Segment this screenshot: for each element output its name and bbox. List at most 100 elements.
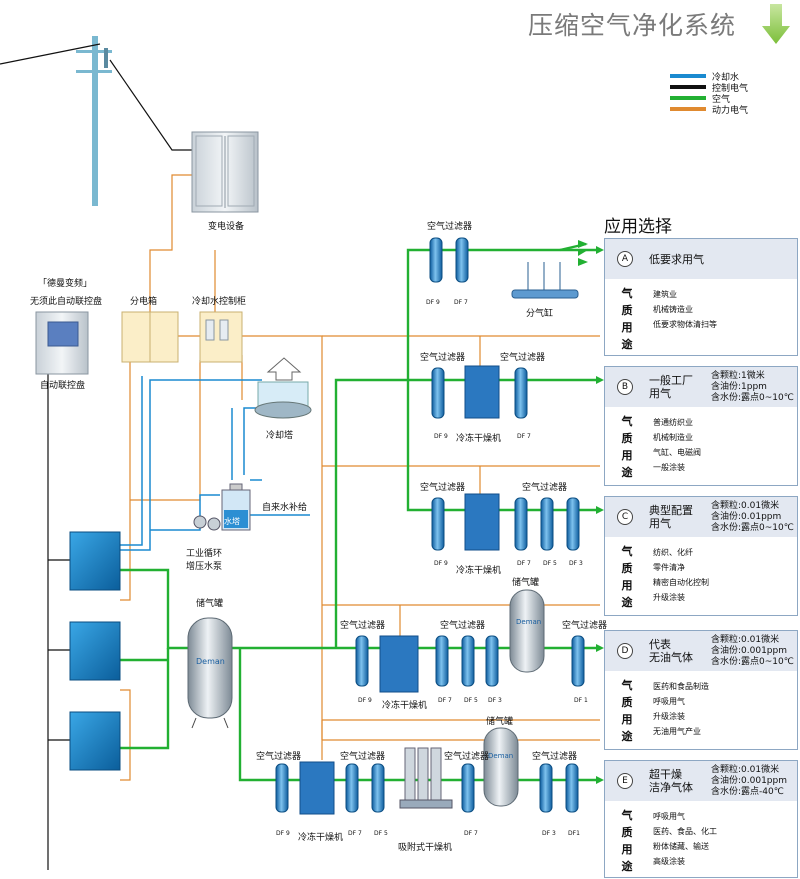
dryer-label-e: 冷冻干燥机 bbox=[298, 833, 344, 843]
tank-d-label: 储气罐 bbox=[512, 578, 540, 588]
compressors bbox=[69, 531, 121, 771]
substation-label: 变电设备 bbox=[208, 222, 245, 232]
pump-label: 工业循环 增压水泵 bbox=[186, 549, 223, 572]
manifold-arrows bbox=[578, 240, 588, 266]
dryer-label-c: 冷冻干燥机 bbox=[456, 566, 502, 576]
desiccant-dryer bbox=[399, 747, 453, 809]
card-uses: 呼吸用气医药、食品、化工粉体储藏、输送高级涂装 bbox=[653, 812, 717, 866]
tap-water-label: 自来水补给 bbox=[262, 503, 308, 513]
filter-label-d1: 空气过滤器 bbox=[340, 621, 386, 631]
card-vertical-label: 气质用途 bbox=[621, 809, 633, 873]
application-card-a: A 低要求用气 气质用途 建筑业机械铸造业低要求物体清扫等 bbox=[604, 238, 798, 356]
manifold-label: 分气缸 bbox=[526, 309, 554, 319]
application-title: 应用选择 bbox=[604, 217, 672, 237]
drain-label: DF 7 bbox=[464, 830, 478, 837]
refrigerated-dryers bbox=[299, 365, 500, 815]
legend-power-electric: 动力电气 bbox=[712, 106, 749, 116]
drain-label: DF 5 bbox=[464, 697, 478, 704]
filter-label-b1: 空气过滤器 bbox=[420, 353, 466, 363]
drain-label: DF 3 bbox=[488, 697, 502, 704]
drain-label: DF 5 bbox=[543, 560, 557, 567]
distribution-box bbox=[121, 311, 179, 363]
card-letter: B bbox=[617, 379, 633, 395]
drain-label: DF 3 bbox=[542, 830, 556, 837]
drain-label: DF 9 bbox=[426, 299, 440, 306]
legend-air: 空气 bbox=[712, 95, 731, 105]
drain-label: DF 9 bbox=[434, 433, 448, 440]
tank-e-brand: Deman bbox=[488, 752, 514, 760]
circulation-pump bbox=[193, 515, 221, 531]
legend-swatches bbox=[670, 74, 706, 111]
utility-pole bbox=[76, 36, 112, 206]
card-letter: C bbox=[617, 509, 633, 525]
receiver-tank-e bbox=[483, 727, 519, 807]
title-arrow-icon bbox=[762, 4, 790, 44]
drain-label: DF 7 bbox=[517, 433, 531, 440]
card-name: 代表 无油气体 bbox=[649, 638, 693, 664]
no-control-label: 无须此自动联控盘 bbox=[30, 297, 103, 307]
card-connectors bbox=[596, 246, 604, 784]
drain-label: DF 7 bbox=[454, 299, 468, 306]
card-uses: 建筑业机械铸造业低要求物体清扫等 bbox=[653, 290, 717, 329]
cooling-water-pipes bbox=[118, 376, 310, 551]
desiccant-dryer-label: 吸附式干燥机 bbox=[398, 843, 453, 853]
auto-control-panel bbox=[35, 311, 89, 375]
water-tank bbox=[221, 483, 251, 531]
drain-label: DF1 bbox=[568, 830, 580, 837]
card-letter: E bbox=[617, 773, 633, 789]
dryer-label-d: 冷冻干燥机 bbox=[382, 701, 428, 711]
card-vertical-label: 气质用途 bbox=[621, 415, 633, 479]
receiver-tank-d bbox=[509, 589, 545, 673]
card-name: 超干燥 洁净气体 bbox=[649, 768, 693, 794]
drain-label: DF 7 bbox=[348, 830, 362, 837]
drain-label: DF 5 bbox=[374, 830, 388, 837]
filter-label-b2: 空气过滤器 bbox=[500, 353, 546, 363]
filter-label-e4: 空气过滤器 bbox=[532, 752, 578, 762]
control-wiring bbox=[0, 43, 192, 870]
main-tank-brand: Deman bbox=[196, 657, 225, 666]
water-tank-label: 水塔 bbox=[224, 517, 240, 526]
card-vertical-label: 气质用途 bbox=[621, 287, 633, 351]
dist-box-label: 分电箱 bbox=[130, 297, 158, 307]
dryer-label-b: 冷冻干燥机 bbox=[456, 434, 502, 444]
main-tank-label: 储气罐 bbox=[196, 599, 224, 609]
tank-e-label: 储气罐 bbox=[486, 717, 514, 727]
filter-label-e2: 空气过滤器 bbox=[340, 752, 386, 762]
substation-cabinet bbox=[191, 131, 259, 213]
air-manifold bbox=[511, 262, 579, 299]
filter-label-e3: 空气过滤器 bbox=[444, 752, 490, 762]
card-name: 典型配置 用气 bbox=[649, 504, 693, 530]
card-vertical-label: 气质用途 bbox=[621, 679, 633, 743]
cooling-cabinet-label: 冷却水控制柜 bbox=[192, 297, 247, 307]
legend-control-electric: 控制电气 bbox=[712, 84, 749, 94]
filter-label-c2: 空气过滤器 bbox=[522, 483, 568, 493]
card-name: 低要求用气 bbox=[649, 253, 704, 266]
cooling-tower-label: 冷却塔 bbox=[266, 431, 294, 441]
filter-label-c1: 空气过滤器 bbox=[420, 483, 466, 493]
drain-label: DF 7 bbox=[438, 697, 452, 704]
auto-panel-label: 自动联控盘 bbox=[40, 381, 86, 391]
drain-label: DF 3 bbox=[569, 560, 583, 567]
tank-d-brand: Deman bbox=[516, 618, 542, 626]
card-uses: 普通纺织业机械制造业气缸、电磁阀一般涂装 bbox=[653, 418, 701, 472]
drain-label: DF 7 bbox=[517, 560, 531, 567]
card-uses: 医药和食品制造呼吸用气升级涂装无油用气产业 bbox=[653, 682, 709, 736]
cooling-control-cabinet bbox=[199, 311, 243, 363]
drain-label: DF 9 bbox=[434, 560, 448, 567]
card-letter: A bbox=[617, 251, 633, 267]
filter-label-d2: 空气过滤器 bbox=[440, 621, 486, 631]
power-wiring bbox=[120, 174, 600, 781]
legend-cooling-water: 冷却水 bbox=[712, 73, 740, 83]
drain-label: DF 1 bbox=[574, 697, 588, 704]
deman-vfd-label: 「德曼变频」 bbox=[38, 279, 93, 289]
filter-label-a: 空气过滤器 bbox=[427, 222, 473, 232]
